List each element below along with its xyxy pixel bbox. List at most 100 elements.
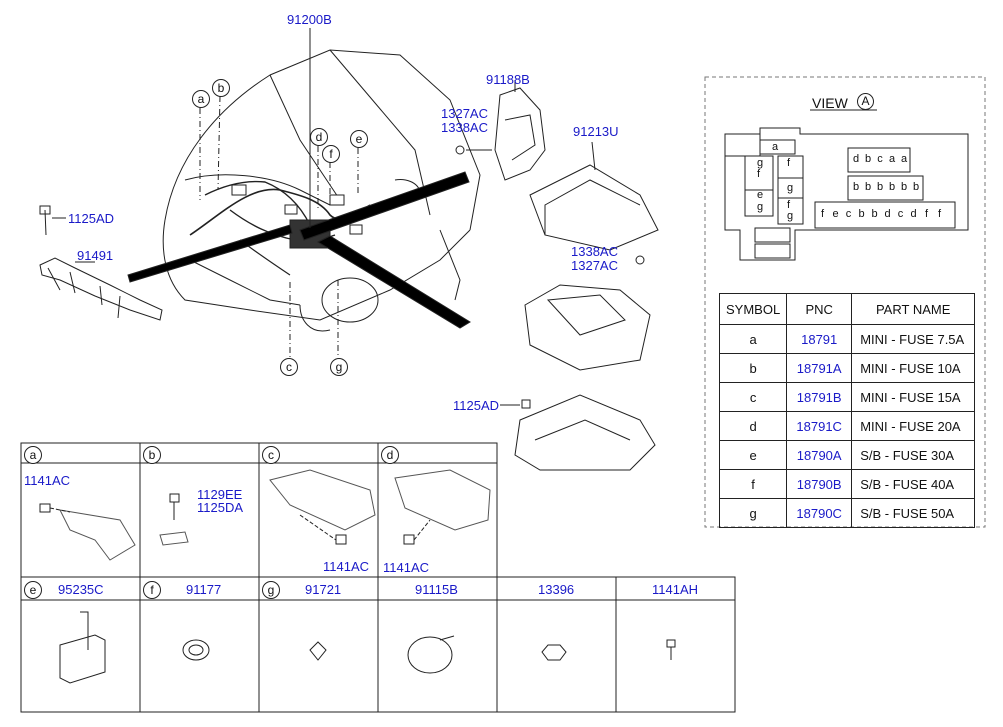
pnc-cell: 18790B <box>786 469 853 499</box>
detail-key-g: g <box>262 581 280 599</box>
detail-key-b: b <box>143 446 161 464</box>
pnc-cell: 18791A <box>786 353 853 383</box>
fuse-cell: d <box>884 208 891 220</box>
symbol-cell: f <box>718 469 788 499</box>
bolt-label-left: 1125AD <box>68 211 115 226</box>
pnc-cell: 18790C <box>786 498 853 528</box>
fuse-left-f3: f <box>787 199 791 211</box>
symbol-cell: b <box>718 353 788 383</box>
fuse-cell: e <box>832 208 839 220</box>
fuse-left-e: e <box>757 189 764 201</box>
header-symbol: SYMBOL <box>718 293 788 325</box>
callout-e: e <box>350 130 368 148</box>
fuse-left-g1: g <box>757 157 764 169</box>
detail-key-d: d <box>381 446 399 464</box>
fastener-label-4: 1327AC <box>571 258 618 273</box>
fuse-top-small: a <box>772 141 779 153</box>
part-name-cell: S/B - FUSE 40A <box>851 469 976 499</box>
harness-part-label: 91200B <box>287 12 332 27</box>
detail-d-part: 1141AC <box>383 560 430 575</box>
fuse-cell: d <box>910 208 917 220</box>
pnc-cell: 18790A <box>786 440 853 470</box>
detail-c-part: 1141AC <box>323 559 370 574</box>
fuse-left-g3: g <box>757 201 764 213</box>
fuse-cell: b <box>912 181 920 193</box>
callout-f: f <box>322 145 340 163</box>
bolt-label-lower: 1125AD <box>453 398 500 413</box>
part-name-cell: MINI - FUSE 10A <box>851 353 976 383</box>
part-name-cell: S/B - FUSE 50A <box>851 498 976 528</box>
symbol-cell: g <box>718 498 788 528</box>
fuse-cell: d <box>852 153 860 165</box>
bracket-part-label: 91188B <box>486 72 530 87</box>
detail-key-a: a <box>24 446 42 464</box>
fuse-cell: c <box>877 153 883 165</box>
fuse-cell: b <box>888 181 896 193</box>
pnc-cell: 18791C <box>786 411 853 441</box>
detail-a-part: 1141AC <box>24 473 71 488</box>
detail-key-e: e <box>24 581 42 599</box>
harness-left-label: 91491 <box>77 248 114 263</box>
fuse-cell: b <box>876 181 884 193</box>
detail-key-c: c <box>262 446 280 464</box>
detail-b-part-1: 1129EE <box>197 487 243 502</box>
junction-box-label: 91213U <box>573 124 619 139</box>
detail-f-part: 91177 <box>186 582 222 597</box>
fuse-cell: a <box>888 153 896 165</box>
callout-b: b <box>212 79 230 97</box>
fuse-cell: b <box>864 153 872 165</box>
part-name-cell: MINI - FUSE 15A <box>851 382 976 412</box>
fastener-label-1: 1327AC <box>441 106 488 121</box>
fuse-cell: c <box>897 208 904 220</box>
fuse-cell: b <box>852 181 860 193</box>
header-part-name: PART NAME <box>851 293 976 325</box>
detail-nut-part: 13396 <box>538 582 575 597</box>
detail-bolt-part: 1141AH <box>652 582 699 597</box>
fuse-cell: b <box>864 181 872 193</box>
pnc-cell: 18791 <box>786 324 853 354</box>
callout-d: d <box>310 128 328 146</box>
fuse-left-g2: g <box>787 182 794 194</box>
detail-key-f: f <box>143 581 161 599</box>
detail-b-part-2: 1125DA <box>197 500 244 515</box>
fastener-label-2: 1338AC <box>441 120 488 135</box>
fuse-left-g4: g <box>787 210 794 222</box>
view-marker: A <box>857 93 874 110</box>
symbol-cell: c <box>718 382 788 412</box>
table-header-row: SYMBOL PNC PART NAME <box>718 293 976 325</box>
fuse-cell: b <box>900 181 908 193</box>
callout-c: c <box>280 358 298 376</box>
fuse-cell: a <box>900 153 908 165</box>
fuse-cell: f <box>820 208 825 220</box>
pnc-cell: 18791B <box>786 382 853 412</box>
fuse-cell: f <box>924 208 929 220</box>
part-name-cell: S/B - FUSE 30A <box>851 440 976 470</box>
header-pnc: PNC <box>786 293 853 325</box>
symbol-cell: d <box>718 411 788 441</box>
fuse-cell: b <box>871 208 878 220</box>
part-name-cell: MINI - FUSE 20A <box>851 411 976 441</box>
detail-g-part: 91721 <box>305 582 342 597</box>
symbol-cell: a <box>718 324 788 354</box>
fuse-cell: b <box>858 208 865 220</box>
fuse-cell: c <box>845 208 852 220</box>
detail-e-part: 95235C <box>58 582 104 597</box>
part-name-cell: MINI - FUSE 7.5A <box>851 324 976 354</box>
callout-g: g <box>330 358 348 376</box>
fastener-label-3: 1338AC <box>571 244 618 259</box>
detail-plug-part: 91115B <box>415 582 458 597</box>
fuse-cell: f <box>937 208 942 220</box>
